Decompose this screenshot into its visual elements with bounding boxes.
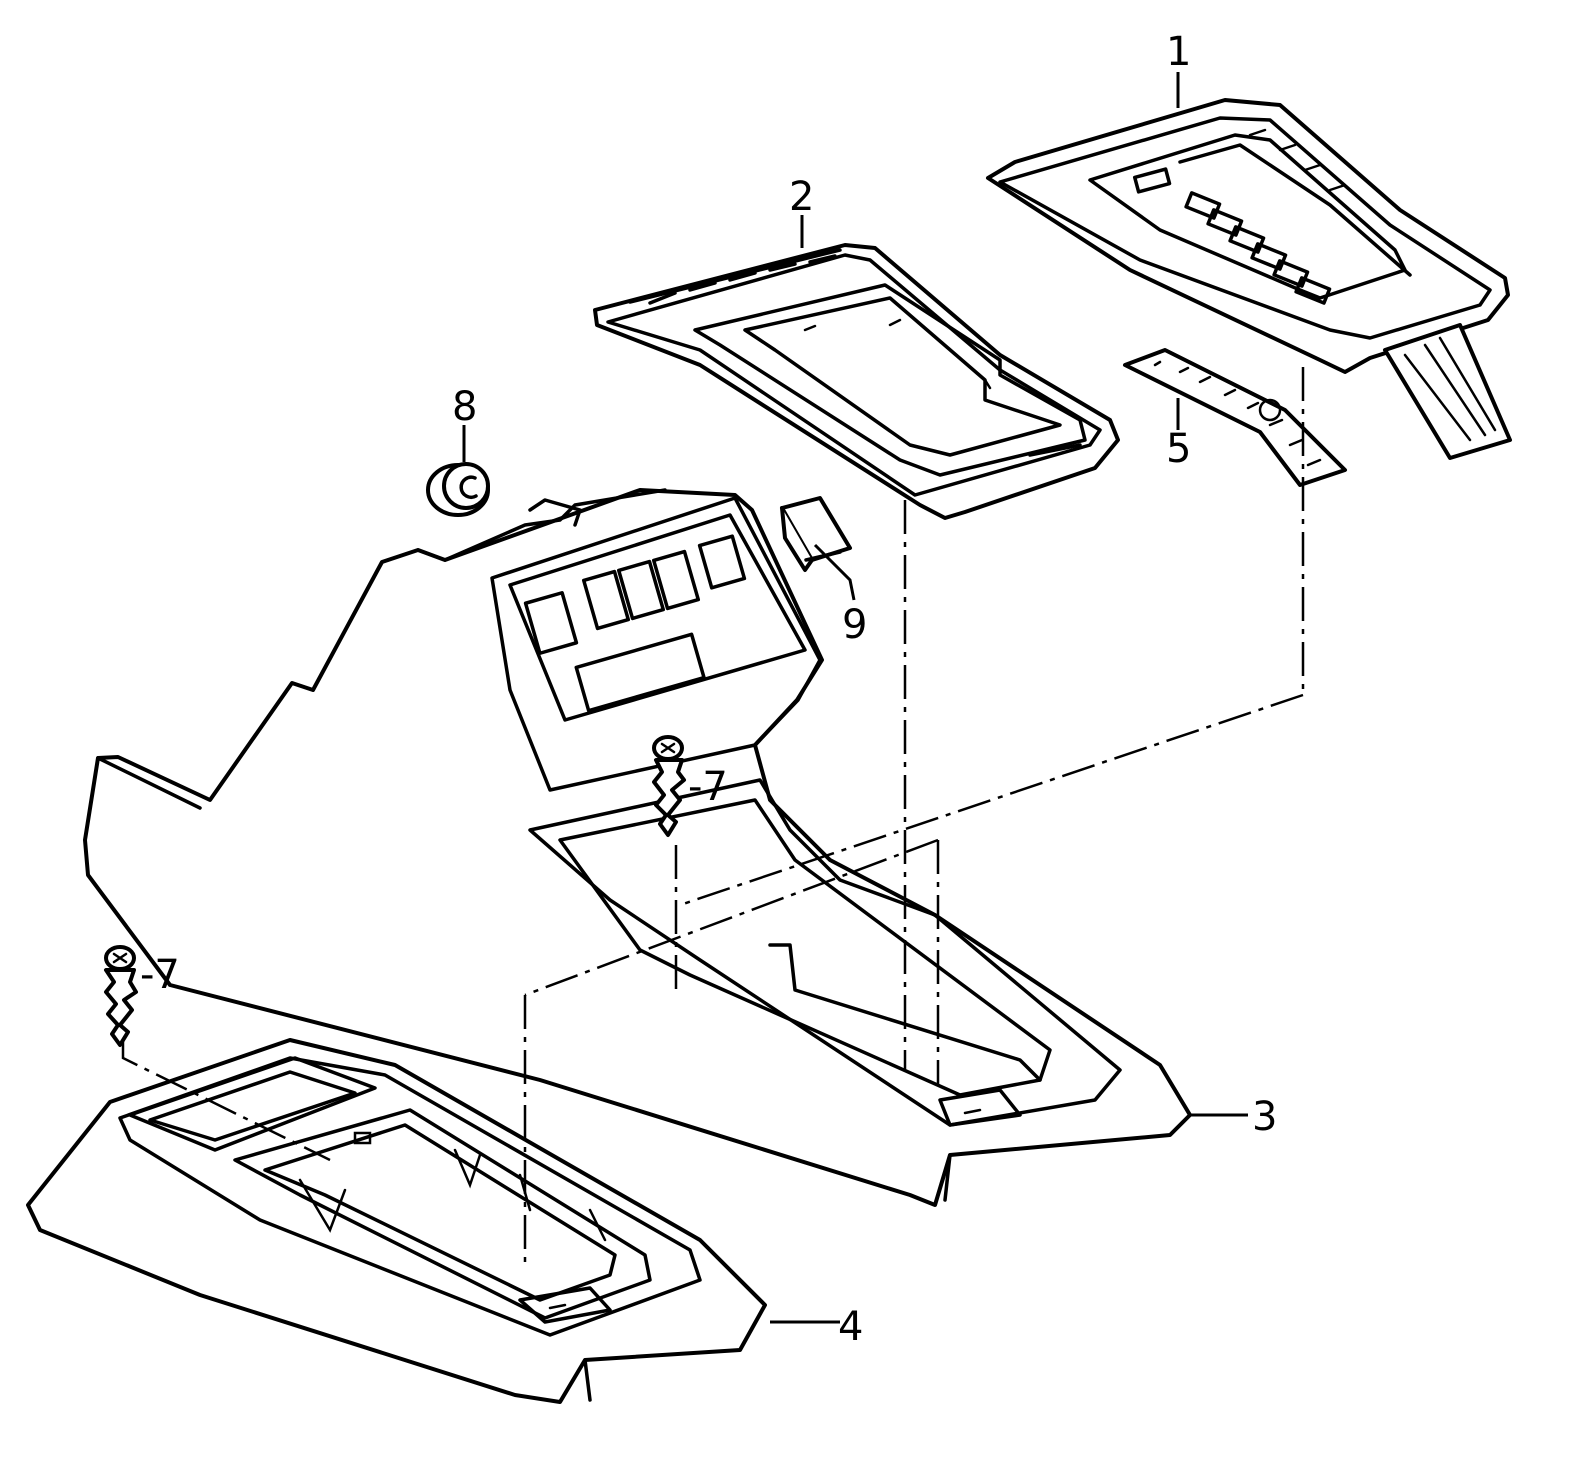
callout-4: 4 — [838, 1304, 863, 1350]
callout-7-lower: -7 — [140, 952, 180, 998]
center-console-body — [83, 488, 1192, 1207]
callout-3: 3 — [1252, 1094, 1277, 1140]
screw-upper — [652, 735, 686, 837]
round-cap-knob — [426, 462, 490, 517]
selector-lever-cover — [986, 98, 1512, 460]
callout-9: 9 — [842, 602, 867, 648]
position-indicator-plate — [1123, 348, 1347, 487]
rocker-switch — [780, 496, 852, 572]
gear-lever-cover — [593, 243, 1120, 520]
callout-1: 1 — [1166, 29, 1191, 75]
lower-console-tray — [26, 1038, 767, 1404]
callout-labels: 1 2 3 4 5 -7 -7 8 9 — [140, 29, 1277, 1350]
callout-5: 5 — [1166, 426, 1191, 472]
assembly-guide-lines — [121, 367, 1305, 1270]
callout-2: 2 — [789, 174, 814, 220]
leader-lines — [462, 72, 1248, 1324]
callout-8: 8 — [452, 384, 477, 430]
screw-lower — [104, 945, 138, 1047]
callout-7-upper: -7 — [688, 764, 728, 810]
